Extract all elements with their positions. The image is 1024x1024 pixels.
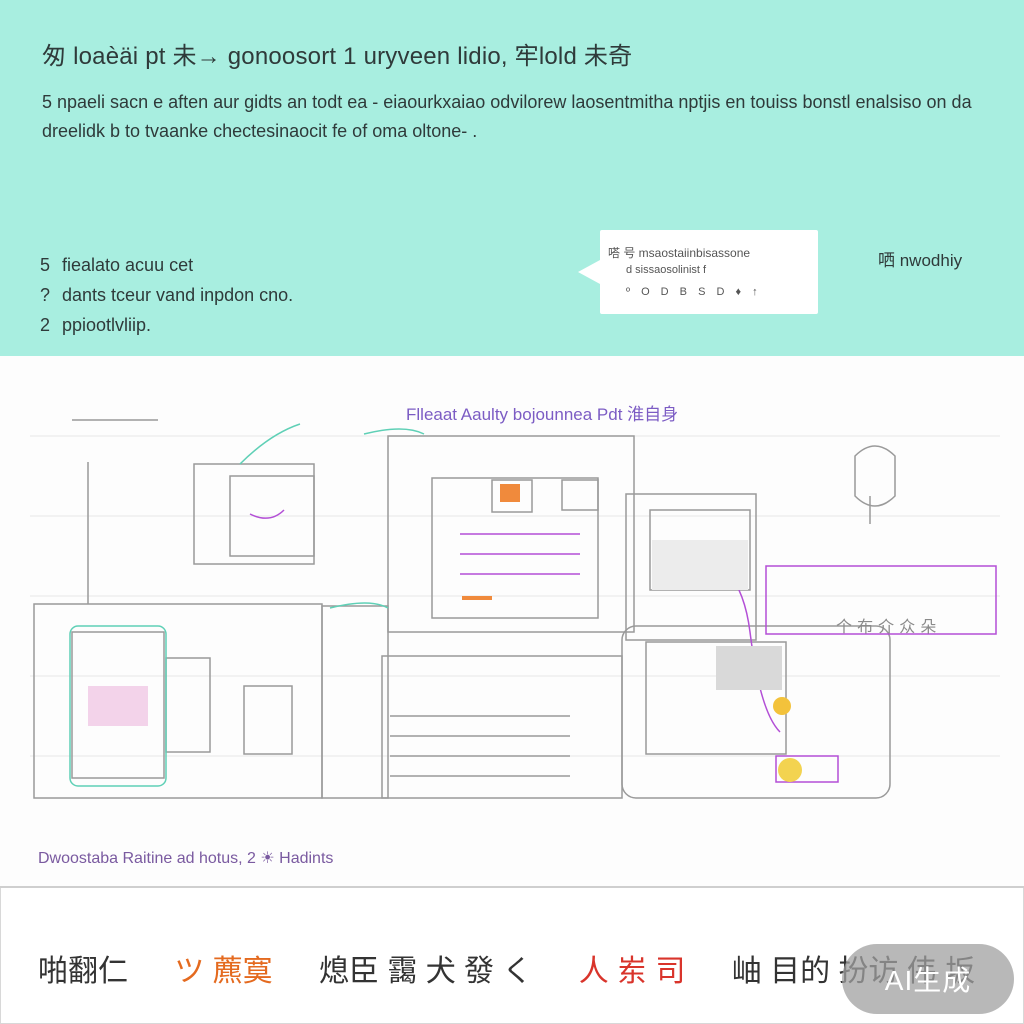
hero-description: 5 npaeli sacn e aften aur gidts an todt …	[42, 92, 972, 141]
callout-line: 嗒 号 msaostaiinbisassone	[608, 246, 751, 260]
list-item: ?dants tceur vand inpdon cno.	[40, 285, 294, 305]
diagram-caption: Dwoostaba Raitine ad hotus, 2 ☀ Hadints	[38, 850, 334, 867]
hero-banner: 匆 loaèäi pt 未→ gonoosort 1 uryveen lidio…	[0, 0, 1024, 356]
line-art-illustration: 个 布 介 众 朵	[30, 419, 1000, 799]
diagram-title: Flleaat Aaulty bojounnea Pdt 淮自身	[406, 405, 679, 424]
speech-bubble-callout: 嗒 号 msaostaiinbisassone d sissaosolinist…	[578, 230, 818, 314]
svg-text:个 布 介 众 朵: 个 布 介 众 朵	[836, 617, 936, 636]
callout-line: º O D B S D ♦ ↑	[626, 286, 762, 298]
footer-item: 啪翻仁	[38, 955, 128, 988]
hero-side-label: 哂 nwodhiy	[878, 251, 963, 270]
illustration-diagram: 个 布 介 众 朵 Flleaat Aaulty bojounnea Pdt 淮…	[0, 356, 1024, 886]
hero-title: 匆 loaèäi pt 未→ gonoosort 1 uryveen lidio…	[42, 43, 633, 70]
footer-item: 人 岽 司	[578, 955, 686, 988]
ai-generated-badge: AI生成	[842, 944, 1014, 1014]
footer-item: 熄臣 靄 犬 發 く	[319, 955, 533, 988]
footer-item: ツ 藨寞	[174, 955, 273, 988]
footer-divider	[0, 886, 1024, 888]
callout-line: d sissaosolinist f	[626, 264, 707, 276]
